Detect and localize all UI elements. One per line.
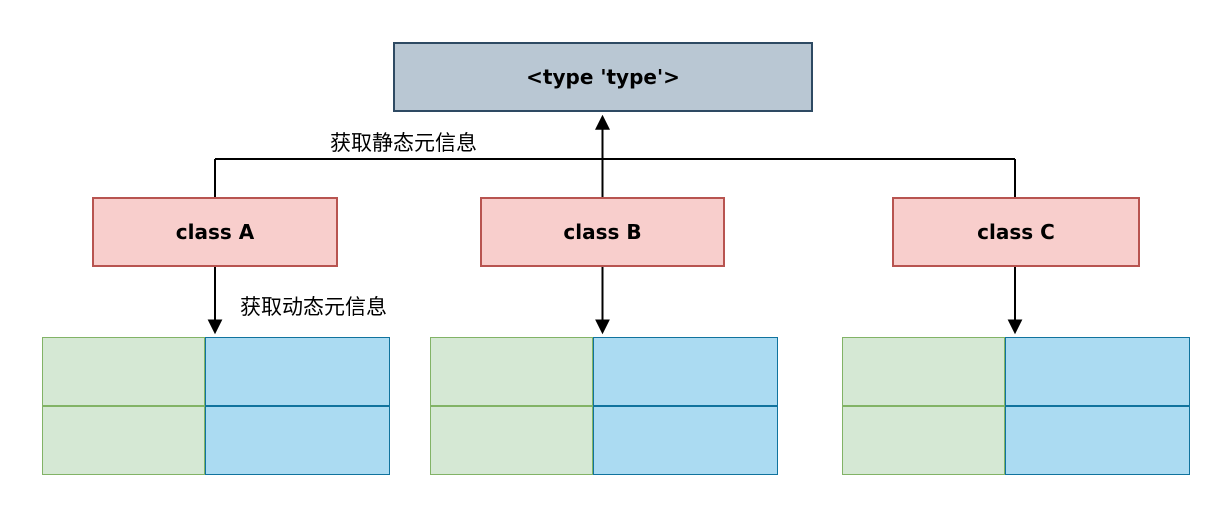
table-cell-green	[42, 337, 205, 406]
table-cell-blue	[1005, 337, 1190, 406]
type-type-node-label: <type 'type'>	[526, 65, 680, 89]
table-cell-blue	[205, 337, 390, 406]
class-a-node-label: class A	[175, 220, 255, 244]
dynamic-meta-edge-label: 获取动态元信息	[240, 295, 387, 319]
table-cell-blue	[205, 406, 390, 475]
class-c-node: class C	[892, 197, 1140, 267]
instance-table-c	[842, 337, 1190, 475]
instance-table-b	[430, 337, 778, 475]
table-cell-green	[42, 406, 205, 475]
class-c-node-label: class C	[977, 220, 1055, 244]
table-cell-blue	[593, 406, 778, 475]
table-cell-blue	[1005, 406, 1190, 475]
class-b-node: class B	[480, 197, 725, 267]
table-cell-blue	[593, 337, 778, 406]
table-cell-green	[430, 406, 593, 475]
instance-table-a	[42, 337, 390, 475]
table-cell-green	[842, 337, 1005, 406]
type-type-node: <type 'type'>	[393, 42, 813, 112]
class-b-node-label: class B	[563, 220, 642, 244]
table-cell-green	[430, 337, 593, 406]
class-a-node: class A	[92, 197, 338, 267]
static-meta-edge-label: 获取静态元信息	[330, 131, 477, 155]
table-cell-green	[842, 406, 1005, 475]
